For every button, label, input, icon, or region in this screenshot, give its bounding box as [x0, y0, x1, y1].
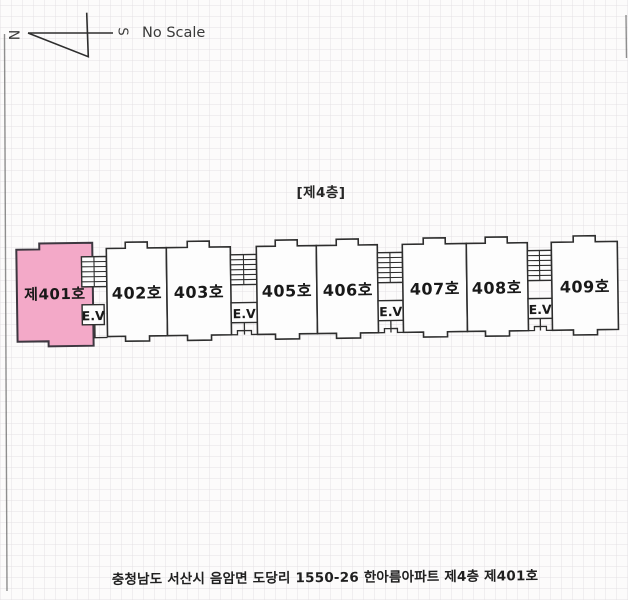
core-stem-line: [231, 322, 258, 336]
building-outline-group: E.V E.V E.V: [15, 234, 620, 348]
elevator-label: E.V: [529, 302, 552, 317]
compass: N S No Scale: [5, 12, 205, 58]
scan-edge-left: [3, 33, 8, 592]
stair-hatch-icon: [377, 252, 403, 283]
unit-401-outline: [15, 241, 95, 348]
elevator-box: [81, 303, 106, 326]
unit-label-401: 제401호: [24, 285, 86, 304]
floorplan-drawing: E.V E.V E.V: [15, 234, 620, 348]
core-stem-line: [93, 324, 108, 339]
stair-hatch-icon: [230, 254, 257, 285]
unit-label-403: 403호: [174, 282, 224, 302]
scan-edge-right: [625, 14, 628, 59]
stair-core-1: E.V: [80, 255, 108, 339]
unit-label-402: 402호: [112, 283, 162, 303]
elevator-label: E.V: [82, 308, 105, 323]
compass-arrow-icon: [27, 12, 90, 58]
unit-label-405: 405호: [262, 281, 312, 301]
compass-south-label: S: [115, 27, 130, 35]
unit-label-408: 408호: [472, 278, 522, 298]
stair-core-2: E.V: [229, 253, 259, 336]
unit-label-407: 407호: [410, 279, 460, 299]
unit-409-outline: [550, 234, 620, 336]
stair-core-4: E.V: [526, 249, 554, 332]
elevator-label: E.V: [379, 304, 402, 319]
no-scale-label: No Scale: [142, 25, 205, 41]
core-stem-line: [378, 320, 404, 334]
unit-401: [15, 241, 95, 348]
unit-label-406: 406호: [323, 280, 373, 300]
unit-label-409: 409호: [560, 277, 610, 297]
floor-title: [제4층]: [296, 185, 346, 201]
stair-hatch-icon: [81, 256, 107, 287]
compass-north-label: N: [5, 30, 21, 40]
stair-hatch-icon: [527, 250, 552, 281]
core-stem-line: [528, 318, 553, 332]
elevator-label: E.V: [233, 306, 256, 321]
